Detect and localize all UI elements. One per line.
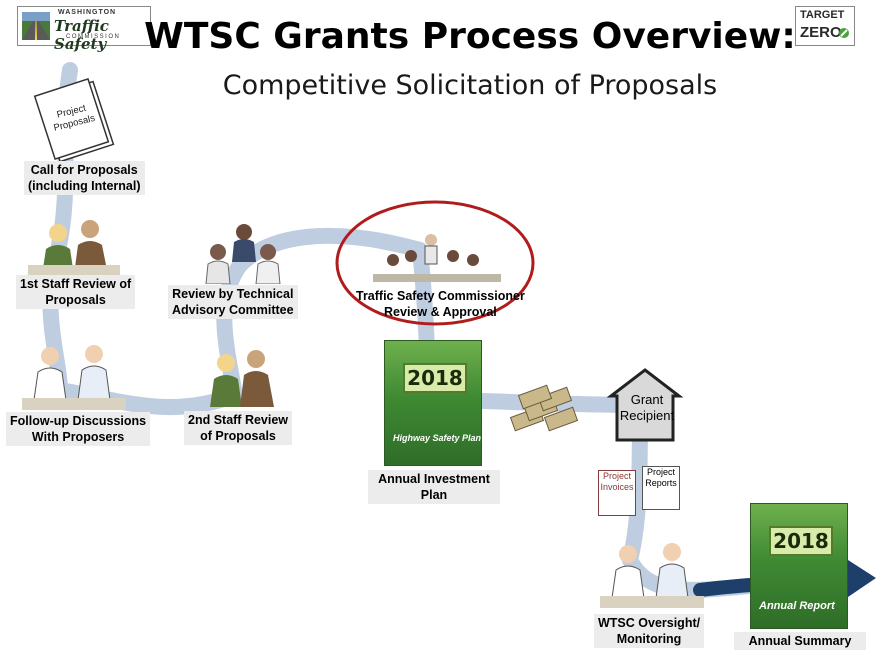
flow-arrowhead bbox=[848, 560, 876, 597]
project-invoices-doc: Project Invoices bbox=[598, 470, 636, 516]
logo-line1: WASHINGTON bbox=[58, 9, 117, 16]
grant-recipient-label: Grant Recipient bbox=[619, 392, 675, 423]
annual-investment-plan-label: Annual Investment Plan bbox=[368, 470, 500, 504]
highway-safety-plan-book: 2018 Highway Safety Plan bbox=[384, 340, 482, 466]
technical-review-label: Review by Technical Advisory Committee bbox=[168, 285, 298, 319]
target-zero-line2: ZERO bbox=[800, 24, 842, 41]
target-zero-mark-icon bbox=[839, 28, 849, 38]
staff-review-people-icon bbox=[28, 220, 120, 275]
commissioner-review-label: Traffic Safety Commissioner Review & App… bbox=[356, 289, 525, 319]
project-reports-doc: Project Reports bbox=[642, 466, 680, 510]
target-zero-logo: TARGET ZERO bbox=[795, 6, 855, 46]
annual-report-book: 2018 Annual Report bbox=[750, 503, 848, 629]
report-book-title: Annual Report bbox=[759, 600, 835, 612]
wtsc-logo: WASHINGTON Traffic Safety COMMISSION bbox=[17, 6, 151, 53]
logo-line3: COMMISSION bbox=[66, 34, 121, 40]
follow-up-label: Follow-up Discussions With Proposers bbox=[6, 412, 151, 446]
technical-committee-people-icon bbox=[205, 224, 281, 284]
call-for-proposals-label: Call for Proposals (including Internal) bbox=[24, 161, 145, 195]
first-staff-review-label: 1st Staff Review of Proposals bbox=[16, 275, 136, 309]
annual-summary-label: Annual Summary bbox=[734, 632, 866, 650]
page-title: WTSC Grants Process Overview: bbox=[144, 16, 796, 57]
project-proposals-doc-icon bbox=[33, 78, 115, 163]
logo-line2: Traffic Safety bbox=[54, 17, 109, 53]
oversight-label: WTSC Oversight/ Monitoring bbox=[594, 614, 705, 648]
target-zero-line1: TARGET bbox=[800, 9, 845, 21]
follow-up-people-icon bbox=[22, 345, 126, 410]
oversight-people-icon bbox=[600, 543, 704, 608]
grant-recipient-house-icon bbox=[607, 368, 683, 442]
road-icon bbox=[22, 12, 50, 40]
plan-year: 2018 bbox=[403, 363, 467, 393]
commission-highlight-ellipse bbox=[335, 200, 535, 326]
money-stack-icon bbox=[509, 384, 579, 432]
page-subtitle: Competitive Solicitation of Proposals bbox=[222, 70, 718, 101]
plan-book-title: Highway Safety Plan bbox=[393, 433, 482, 443]
second-review-people-icon bbox=[210, 350, 274, 407]
report-year: 2018 bbox=[769, 526, 833, 556]
second-staff-review-label: 2nd Staff Review of Proposals bbox=[184, 411, 293, 445]
